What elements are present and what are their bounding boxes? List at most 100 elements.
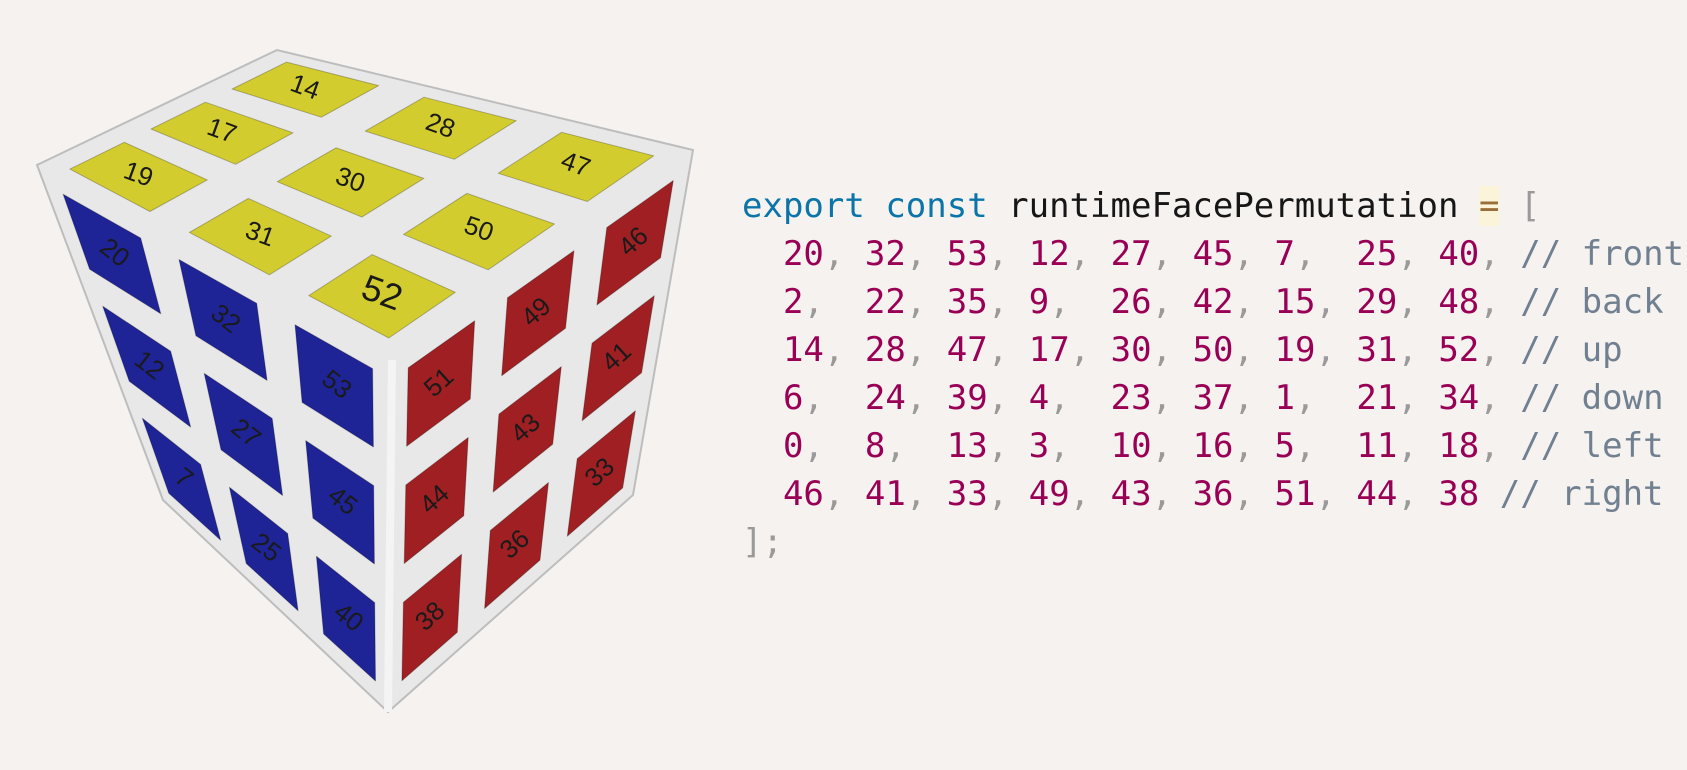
permutation-rows: 20, 32, 53, 12, 27, 45, 7, 25, 40, // fr…	[742, 234, 1684, 514]
left-face-sticker	[315, 555, 376, 682]
comma: ,	[803, 378, 824, 418]
comma: ,	[1315, 282, 1336, 322]
top-face-sticker	[276, 147, 425, 218]
comma: ,	[1479, 234, 1500, 274]
permutation-value: 16	[1192, 426, 1234, 466]
top-face-sticker	[308, 254, 456, 339]
comma: ,	[1479, 330, 1500, 370]
top-face-sticker	[188, 197, 332, 276]
right-face-sticker	[566, 410, 636, 537]
comma: ,	[1233, 330, 1254, 370]
face-comment: // up	[1520, 330, 1623, 370]
permutation-value: 48	[1438, 282, 1480, 322]
comma: ,	[885, 426, 906, 466]
comma: ,	[1233, 282, 1254, 322]
permutation-value: 34	[1438, 378, 1480, 418]
code-row: 0, 8, 13, 3, 10, 16, 5, 11, 18, // left	[742, 426, 1664, 466]
permutation-value: 27	[1110, 234, 1152, 274]
permutation-value: 30	[1110, 330, 1152, 370]
comma: ,	[1315, 330, 1336, 370]
face-comment: // right	[1499, 474, 1664, 514]
comma: ,	[803, 426, 824, 466]
face-comment: // front	[1520, 234, 1685, 274]
comma: ,	[905, 330, 927, 370]
comma: ,	[1069, 234, 1091, 274]
permutation-value: 15	[1274, 282, 1316, 322]
comma: ,	[905, 474, 927, 514]
permutation-value: 31	[1356, 330, 1398, 370]
comma: ,	[1479, 282, 1500, 322]
comma: ,	[987, 330, 1009, 370]
comma: ,	[823, 330, 845, 370]
left-face-sticker	[305, 440, 375, 565]
comma: ,	[1397, 282, 1418, 322]
comma: ,	[1479, 378, 1500, 418]
top-face-sticker	[231, 61, 380, 118]
permutation-value: 40	[1438, 234, 1480, 274]
comma: ,	[1479, 426, 1500, 466]
left-face-sticker	[228, 486, 299, 612]
permutation-value: 17	[1028, 330, 1070, 370]
permutation-value: 0	[782, 426, 804, 466]
permutation-value: 47	[946, 330, 988, 370]
open-bracket: [	[1519, 186, 1541, 226]
permutation-value: 18	[1438, 426, 1480, 466]
permutation-value: 39	[946, 378, 988, 418]
keyword-const: const	[885, 186, 988, 226]
right-face-sticker	[401, 553, 463, 682]
code-row: 2, 22, 35, 9, 26, 42, 15, 29, 48, // bac…	[742, 282, 1664, 322]
comma: ,	[1397, 474, 1418, 514]
permutation-value: 19	[1274, 330, 1316, 370]
comma: ,	[1069, 474, 1091, 514]
comma: ,	[1233, 378, 1254, 418]
comma: ,	[1049, 426, 1070, 466]
comma: ,	[1151, 282, 1173, 322]
top-face-sticker	[403, 192, 555, 271]
permutation-value: 29	[1356, 282, 1398, 322]
comma: ,	[905, 378, 927, 418]
top-face-sticker	[497, 131, 655, 202]
permutation-value: 50	[1192, 330, 1234, 370]
top-face-sticker	[150, 101, 294, 165]
permutation-value: 20	[782, 234, 824, 274]
permutation-value: 23	[1110, 378, 1152, 418]
permutation-value: 28	[864, 330, 906, 370]
keyword-export: export	[742, 186, 865, 226]
permutation-value: 14	[782, 330, 824, 370]
permutation-value: 8	[864, 426, 886, 466]
top-face-sticker	[364, 96, 517, 160]
permutation-value: 25	[1356, 234, 1398, 274]
face-comment: // left	[1520, 426, 1664, 466]
permutation-value: 2	[782, 282, 804, 322]
right-face-sticker	[406, 320, 476, 447]
right-face-sticker	[596, 180, 674, 306]
permutation-value: 11	[1356, 426, 1398, 466]
permutation-value: 12	[1028, 234, 1070, 274]
permutation-value: 33	[946, 474, 988, 514]
close-bracket: ];	[742, 522, 783, 562]
permutation-value: 41	[864, 474, 906, 514]
permutation-value: 37	[1192, 378, 1234, 418]
permutation-value: 42	[1192, 282, 1234, 322]
comma: ,	[905, 234, 927, 274]
permutation-value: 24	[864, 378, 906, 418]
comma: ,	[987, 426, 1009, 466]
comma: ,	[1294, 426, 1316, 466]
permutation-value: 46	[782, 474, 824, 514]
assign-operator: =	[1478, 186, 1500, 226]
right-face-sticker	[581, 295, 655, 422]
comma: ,	[1233, 474, 1254, 514]
permutation-value: 1	[1274, 378, 1295, 418]
comma: ,	[987, 378, 1009, 418]
permutation-value: 7	[1274, 234, 1295, 274]
comma: ,	[987, 234, 1009, 274]
left-face-sticker	[141, 417, 222, 541]
right-face-sticker	[484, 482, 549, 609]
comma: ,	[1233, 426, 1254, 466]
comma: ,	[1151, 426, 1173, 466]
variable-identifier: runtimeFacePermutation	[1008, 186, 1459, 226]
comma: ,	[1397, 234, 1418, 274]
code-row: 20, 32, 53, 12, 27, 45, 7, 25, 40, // fr…	[742, 234, 1684, 274]
permutation-value: 21	[1356, 378, 1398, 418]
comma: ,	[1233, 234, 1254, 274]
